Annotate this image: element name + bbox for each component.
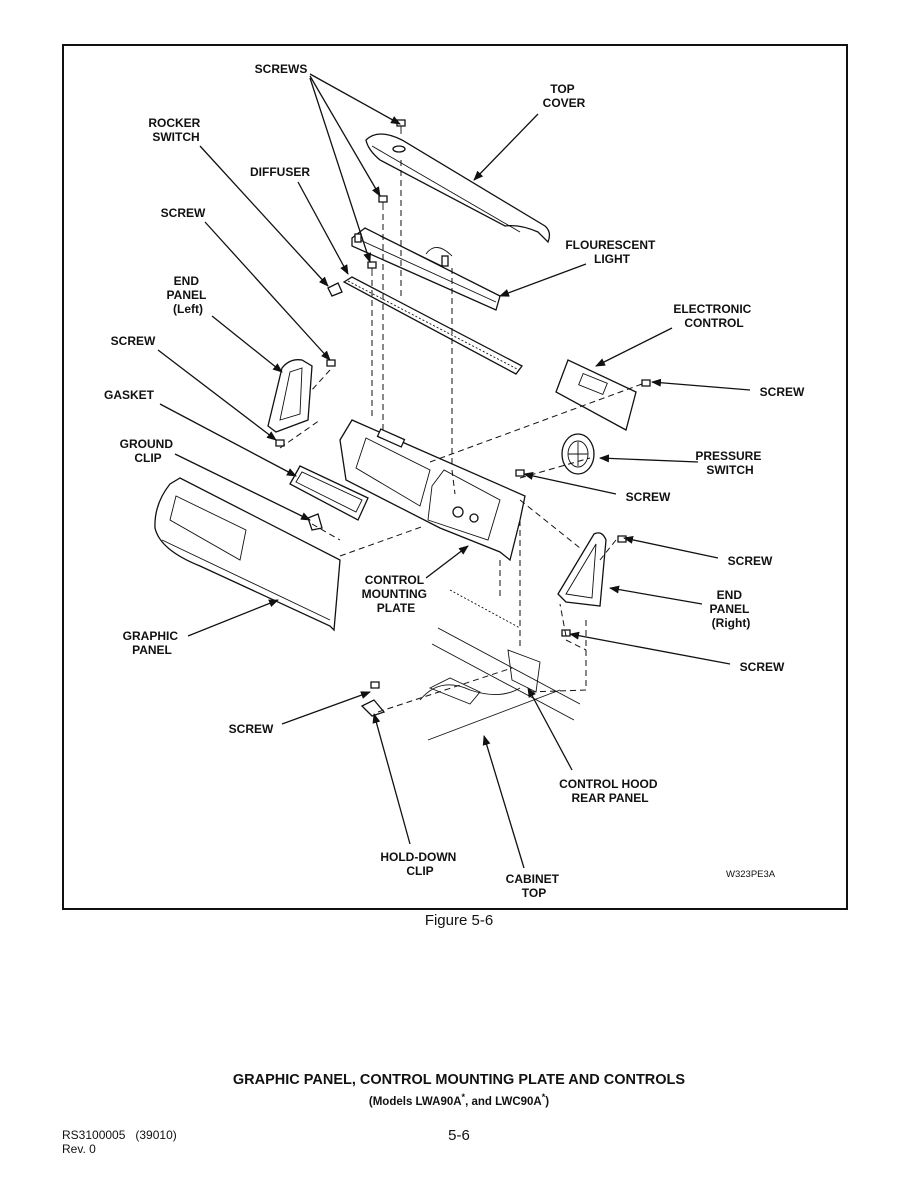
page-number: 5-6 [448, 1127, 470, 1144]
label-cabinet-top: CABINET TOP [506, 872, 563, 900]
models-star-2: * [541, 1092, 546, 1102]
figure-frame [62, 44, 848, 910]
label-ground-clip: GROUND CLIP [120, 437, 177, 465]
label-gasket: GASKET [104, 388, 155, 402]
models-subheading: (Models LWA90A*, and LWC90A*) [0, 1092, 918, 1108]
document-number: RS3100005 (39010) [62, 1128, 177, 1142]
flourescent-light-part [351, 227, 501, 311]
rocker-switch-part [327, 282, 343, 297]
diffuser-part [342, 276, 523, 375]
pressure-switch-part [561, 433, 595, 475]
diagram-labels: SCREWS TOP COVER ROCKER SWITCH DIFFUSER … [104, 62, 805, 900]
graphic-panel-part [154, 477, 341, 632]
label-screw-left: SCREW [111, 334, 156, 348]
label-screws: SCREWS [255, 62, 308, 76]
label-rocker-switch: ROCKER SWITCH [148, 116, 203, 144]
label-hold-down-clip: HOLD-DOWN CLIP [380, 850, 459, 878]
label-control-mounting-plate: CONTROL MOUNTING PLATE [362, 573, 431, 615]
drawing-code: W323PE3A [726, 869, 776, 880]
label-control-hood-rear-panel: CONTROL HOOD REAR PANEL [559, 777, 661, 805]
label-end-panel-right: END PANEL (Right) [710, 588, 753, 630]
label-end-panel-left: END PANEL (Left) [167, 274, 210, 316]
label-screw-pressure: SCREW [626, 490, 671, 504]
end-panel-right-part [557, 532, 607, 607]
figure-caption: Figure 5-6 [424, 912, 494, 929]
label-electronic-control: ELECTRONIC CONTROL [673, 302, 754, 330]
models-star-1: * [461, 1092, 466, 1102]
models-suffix: ) [545, 1095, 550, 1108]
revision-label: Rev. 0 [62, 1142, 96, 1156]
label-flourescent-light: FLOURESCENT LIGHT [565, 238, 658, 266]
label-screw-upper-left: SCREW [161, 206, 206, 220]
leader-arrows [157, 73, 751, 869]
models-middle: , and LWC90A [465, 1095, 542, 1108]
label-screw-right-electronic: SCREW [760, 385, 805, 399]
label-top-cover: TOP COVER [543, 82, 586, 110]
models-prefix: (Models LWA90A [368, 1095, 462, 1108]
label-graphic-panel: GRAPHIC PANEL [123, 629, 182, 657]
label-screw-end-right-bottom: SCREW [740, 660, 785, 674]
electronic-control-part [555, 359, 637, 431]
end-panel-left-part [267, 359, 313, 447]
ground-clip-part [307, 513, 323, 531]
label-pressure-switch: PRESSURE SWITCH [695, 449, 764, 477]
label-screw-end-right-top: SCREW [728, 554, 773, 568]
top-cover-part [365, 133, 551, 244]
control-mounting-plate-part [339, 419, 526, 562]
page-heading: GRAPHIC PANEL, CONTROL MOUNTING PLATE AN… [232, 1072, 686, 1088]
label-diffuser: DIFFUSER [250, 165, 310, 179]
assembly-dashed-lines [279, 160, 643, 713]
cabinet-top-part [419, 589, 581, 741]
label-screw-hold-down: SCREW [229, 722, 274, 736]
